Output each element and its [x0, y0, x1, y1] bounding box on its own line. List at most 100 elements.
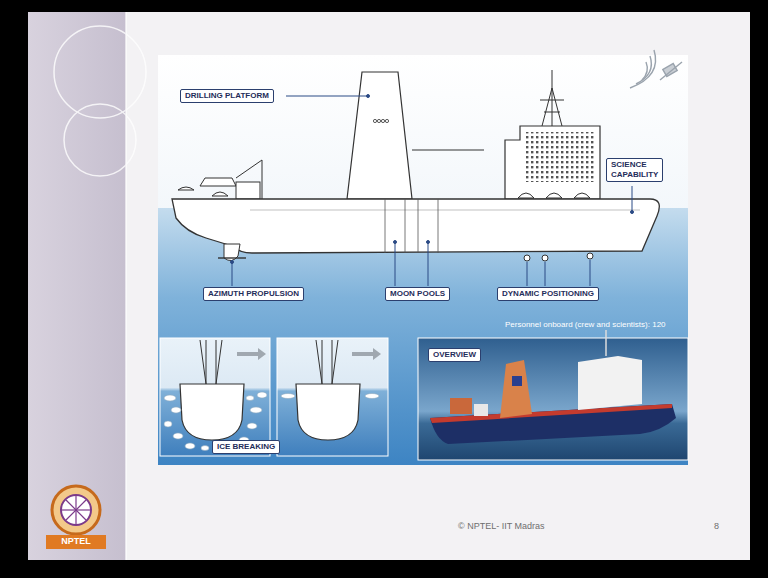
ice-breaking-inset [247, 423, 257, 429]
drilling-derrick [381, 119, 384, 122]
ice-breaking-inset [160, 338, 270, 456]
callout-text: OVERVIEW [433, 350, 476, 360]
nptel-logo [62, 496, 90, 524]
ice-breaking-inset [200, 340, 338, 384]
ship-hull [250, 210, 640, 211]
ice-breaking-inset [281, 394, 295, 399]
ice-breaking-inset [332, 340, 333, 384]
nptel-logo [52, 486, 100, 534]
callout-text: DYNAMIC POSITIONING [502, 289, 594, 299]
leader-lines [545, 262, 546, 286]
panel-sky [158, 55, 688, 465]
leader-lines [367, 95, 370, 98]
callout-label: AZIMUTH PROPULSION [203, 287, 304, 301]
ice-breaking-inset [322, 340, 323, 384]
stern-equipment [178, 160, 262, 199]
callout-text: AZIMUTH PROPULSION [208, 289, 299, 299]
overview-inset [578, 356, 642, 410]
ice-breaking-inset [160, 338, 388, 456]
science-superstructure [544, 112, 560, 113]
band-circles [125, 12, 127, 560]
callout-text: DRILLING PLATFORM [185, 91, 269, 101]
stern-equipment [200, 178, 236, 186]
nptel-logo [66, 500, 86, 520]
science-superstructure [518, 193, 590, 198]
overview-inset [418, 330, 688, 460]
callout-label: OVERVIEW [428, 348, 481, 362]
science-superstructure [540, 100, 564, 101]
ice-breaking-inset [352, 348, 381, 360]
ice-breaking-inset [365, 394, 379, 399]
ice-breaking-inset [246, 396, 254, 401]
satellite-icon [630, 50, 682, 88]
ice-breaking-inset [185, 443, 195, 449]
note-text: Personnel onboard (crew and scientists):… [505, 320, 666, 329]
callout-text: ICE BREAKING [217, 442, 275, 452]
leader-lines [394, 241, 397, 244]
drilling-derrick [373, 119, 376, 122]
science-superstructure [552, 88, 562, 126]
drilling-derrick [347, 72, 484, 199]
overview-inset [450, 398, 472, 414]
ice-breaking-inset [206, 340, 207, 384]
leader-lines [631, 211, 634, 214]
ice-breaking-inset [180, 384, 244, 440]
nptel-logo [46, 486, 106, 549]
leader-lines [286, 96, 368, 97]
ship-hull [385, 199, 386, 253]
ice-breaking-inset [296, 384, 360, 440]
band-circles [54, 12, 146, 560]
callout-text: MOON POOLS [390, 289, 445, 299]
ice-breaking-inset [164, 395, 176, 401]
drilling-derrick [347, 72, 412, 199]
ice-breaking-inset [237, 348, 266, 360]
ice-breaking-inset [250, 407, 262, 413]
stern-equipment [262, 160, 263, 199]
ship-hull [587, 253, 593, 259]
stern-equipment [178, 187, 194, 190]
callout-label: DYNAMIC POSITIONING [497, 287, 599, 301]
drilling-derrick [385, 119, 388, 122]
overview-inset [512, 376, 522, 386]
leader-lines [427, 241, 430, 244]
ship-hull [405, 199, 406, 253]
science-superstructure [505, 126, 600, 199]
ice-breaking-inset [171, 407, 181, 413]
overview-inset [605, 330, 607, 356]
ice-breaking-inset [164, 421, 172, 427]
stern-equipment [236, 182, 260, 199]
callout-label: MOON POOLS [385, 287, 450, 301]
science-superstructure [540, 70, 564, 126]
overview-inset [418, 338, 688, 460]
callout-label: ICE BREAKING [212, 440, 280, 454]
science-superstructure [505, 70, 600, 199]
stern-equipment [236, 160, 262, 178]
ice-breaking-inset [257, 392, 267, 398]
leader-lines [590, 260, 591, 286]
satellite-icon [663, 64, 677, 77]
callout-text: SCIENCE CAPABILITY [611, 160, 658, 180]
leader-lines [632, 186, 633, 212]
ship-hull [542, 255, 548, 261]
ice-breaking-inset [200, 340, 206, 384]
ice-breaking-inset [332, 340, 338, 384]
ship-hull [218, 257, 246, 258]
overview-inset [474, 404, 488, 416]
ice-breaking-inset [277, 338, 388, 456]
ship-hull [418, 199, 419, 253]
side-band [28, 12, 126, 560]
ice-breaking-inset [173, 433, 183, 439]
nptel-logo [46, 535, 106, 549]
leader-lines [232, 262, 233, 286]
slide-ground [28, 12, 750, 560]
ship-hull [172, 199, 659, 253]
callout-label: SCIENCE CAPABILITY [606, 158, 663, 182]
science-superstructure [552, 70, 553, 126]
stern-equipment [212, 192, 228, 196]
ship-hull [438, 199, 439, 253]
ship-hull [172, 199, 659, 261]
science-superstructure [542, 88, 552, 126]
